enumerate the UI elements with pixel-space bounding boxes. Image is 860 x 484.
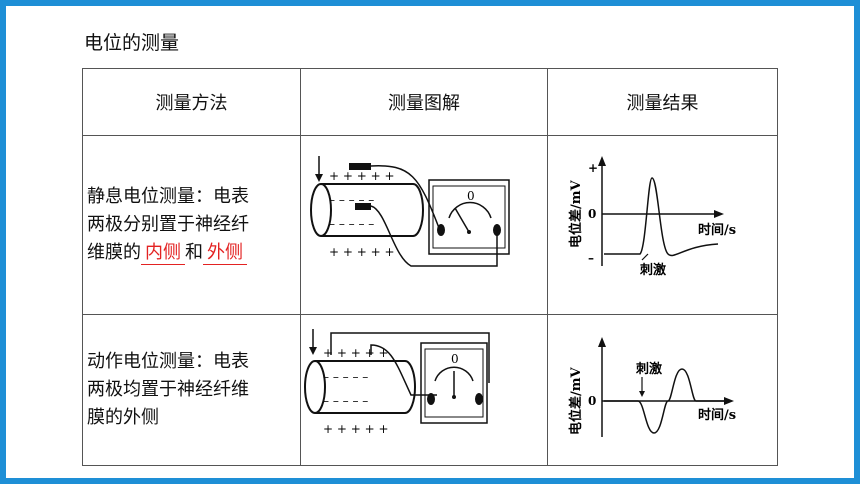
- action-potential-curve: [604, 177, 719, 257]
- dial-zero: 0: [451, 352, 459, 366]
- y-plus: +: [588, 161, 598, 175]
- stimulus-pointer: [641, 253, 649, 261]
- biphasic-curve: [604, 368, 724, 434]
- method-prefix: 维膜的: [87, 242, 141, 263]
- y-axis-label: 电位差/mV: [568, 179, 584, 248]
- charge-minus: – – – – –: [323, 370, 368, 384]
- header-method: 测量方法: [82, 68, 301, 136]
- charge-minus: – – – – –: [329, 217, 374, 231]
- arrow-head: [315, 174, 323, 182]
- header-diagram: 测量图解: [300, 68, 548, 136]
- table-row: 动作电位测量：电表 两极均置于神经纤维 膜的外侧 + + + + + – – –…: [82, 314, 778, 466]
- answer-blank-outer: 外侧: [203, 242, 247, 265]
- result-cell: + 0 – 时间/s 电位差/mV 刺激: [547, 135, 778, 315]
- y-minus: –: [588, 251, 594, 265]
- slide: 电位的测量 测量方法 测量图解 测量结果 静息电位测量：电表 两极分别置于神经纤…: [6, 6, 854, 478]
- y-zero: 0: [588, 207, 596, 221]
- method-line: 两极分别置于神经纤: [87, 214, 249, 235]
- charge-plus-bottom: + + + + +: [329, 245, 395, 259]
- arrow-head: [309, 347, 317, 355]
- charge-plus-bottom: + + + + +: [323, 422, 389, 436]
- charge-minus: – – – – –: [323, 394, 368, 408]
- measurement-table: 测量方法 测量图解 测量结果 静息电位测量：电表 两极分别置于神经纤 维膜的内侧…: [82, 68, 778, 466]
- answer-blank-inner: 内侧: [141, 242, 185, 265]
- resting-potential-diagram: + + + + + – – – – – – – – – – + + + + + …: [310, 156, 510, 267]
- x-axis-label: 时间/s: [698, 222, 736, 238]
- page-title: 电位的测量: [84, 32, 180, 54]
- fiber-end: [310, 183, 332, 237]
- method-line: 膜的外侧: [87, 407, 159, 428]
- method-line: 两极均置于神经纤维: [87, 379, 249, 400]
- result-cell: 0 时间/s 电位差/mV 刺激: [547, 314, 778, 466]
- meter-needle: [454, 207, 470, 233]
- charge-plus-top: + + + + +: [329, 169, 395, 183]
- y-axis-label: 电位差/mV: [568, 366, 584, 435]
- method-cell: 静息电位测量：电表 两极分别置于神经纤 维膜的内侧和外侧: [82, 135, 301, 315]
- diagram-cell: + + + + + – – – – – – – – – – + + + + + …: [300, 314, 548, 466]
- method-line: 维膜的内侧和外侧: [87, 239, 296, 267]
- dial-zero: 0: [467, 189, 475, 203]
- header-result: 测量结果: [547, 68, 778, 136]
- meter-box: [428, 179, 510, 255]
- stimulus-label: 刺激: [636, 361, 663, 377]
- stimulus-label: 刺激: [640, 262, 667, 278]
- electrode-inner: [355, 203, 371, 210]
- method-cell: 动作电位测量：电表 两极均置于神经纤维 膜的外侧: [82, 314, 301, 466]
- diagram-cell: + + + + + – – – – – – – – – – + + + + + …: [300, 135, 548, 315]
- action-potential-diagram: + + + + + – – – – – – – – – – + + + + + …: [304, 329, 490, 436]
- x-axis-label: 时间/s: [698, 407, 736, 423]
- electrode-outer: [349, 163, 371, 170]
- meter-box: [420, 342, 488, 424]
- action-potential-graph: 0 时间/s 电位差/mV 刺激: [568, 337, 736, 437]
- charge-plus-top: + + + + +: [323, 346, 389, 360]
- method-line: 动作电位测量：电表: [87, 351, 249, 372]
- method-line: 静息电位测量：电表: [87, 186, 249, 207]
- resting-potential-graph: + 0 – 时间/s 电位差/mV 刺激: [568, 156, 736, 278]
- fiber-end: [304, 360, 326, 414]
- connector-text: 和: [185, 242, 203, 263]
- y-zero: 0: [588, 394, 596, 408]
- table-row: 静息电位测量：电表 两极分别置于神经纤 维膜的内侧和外侧 + + + + + –…: [82, 135, 778, 315]
